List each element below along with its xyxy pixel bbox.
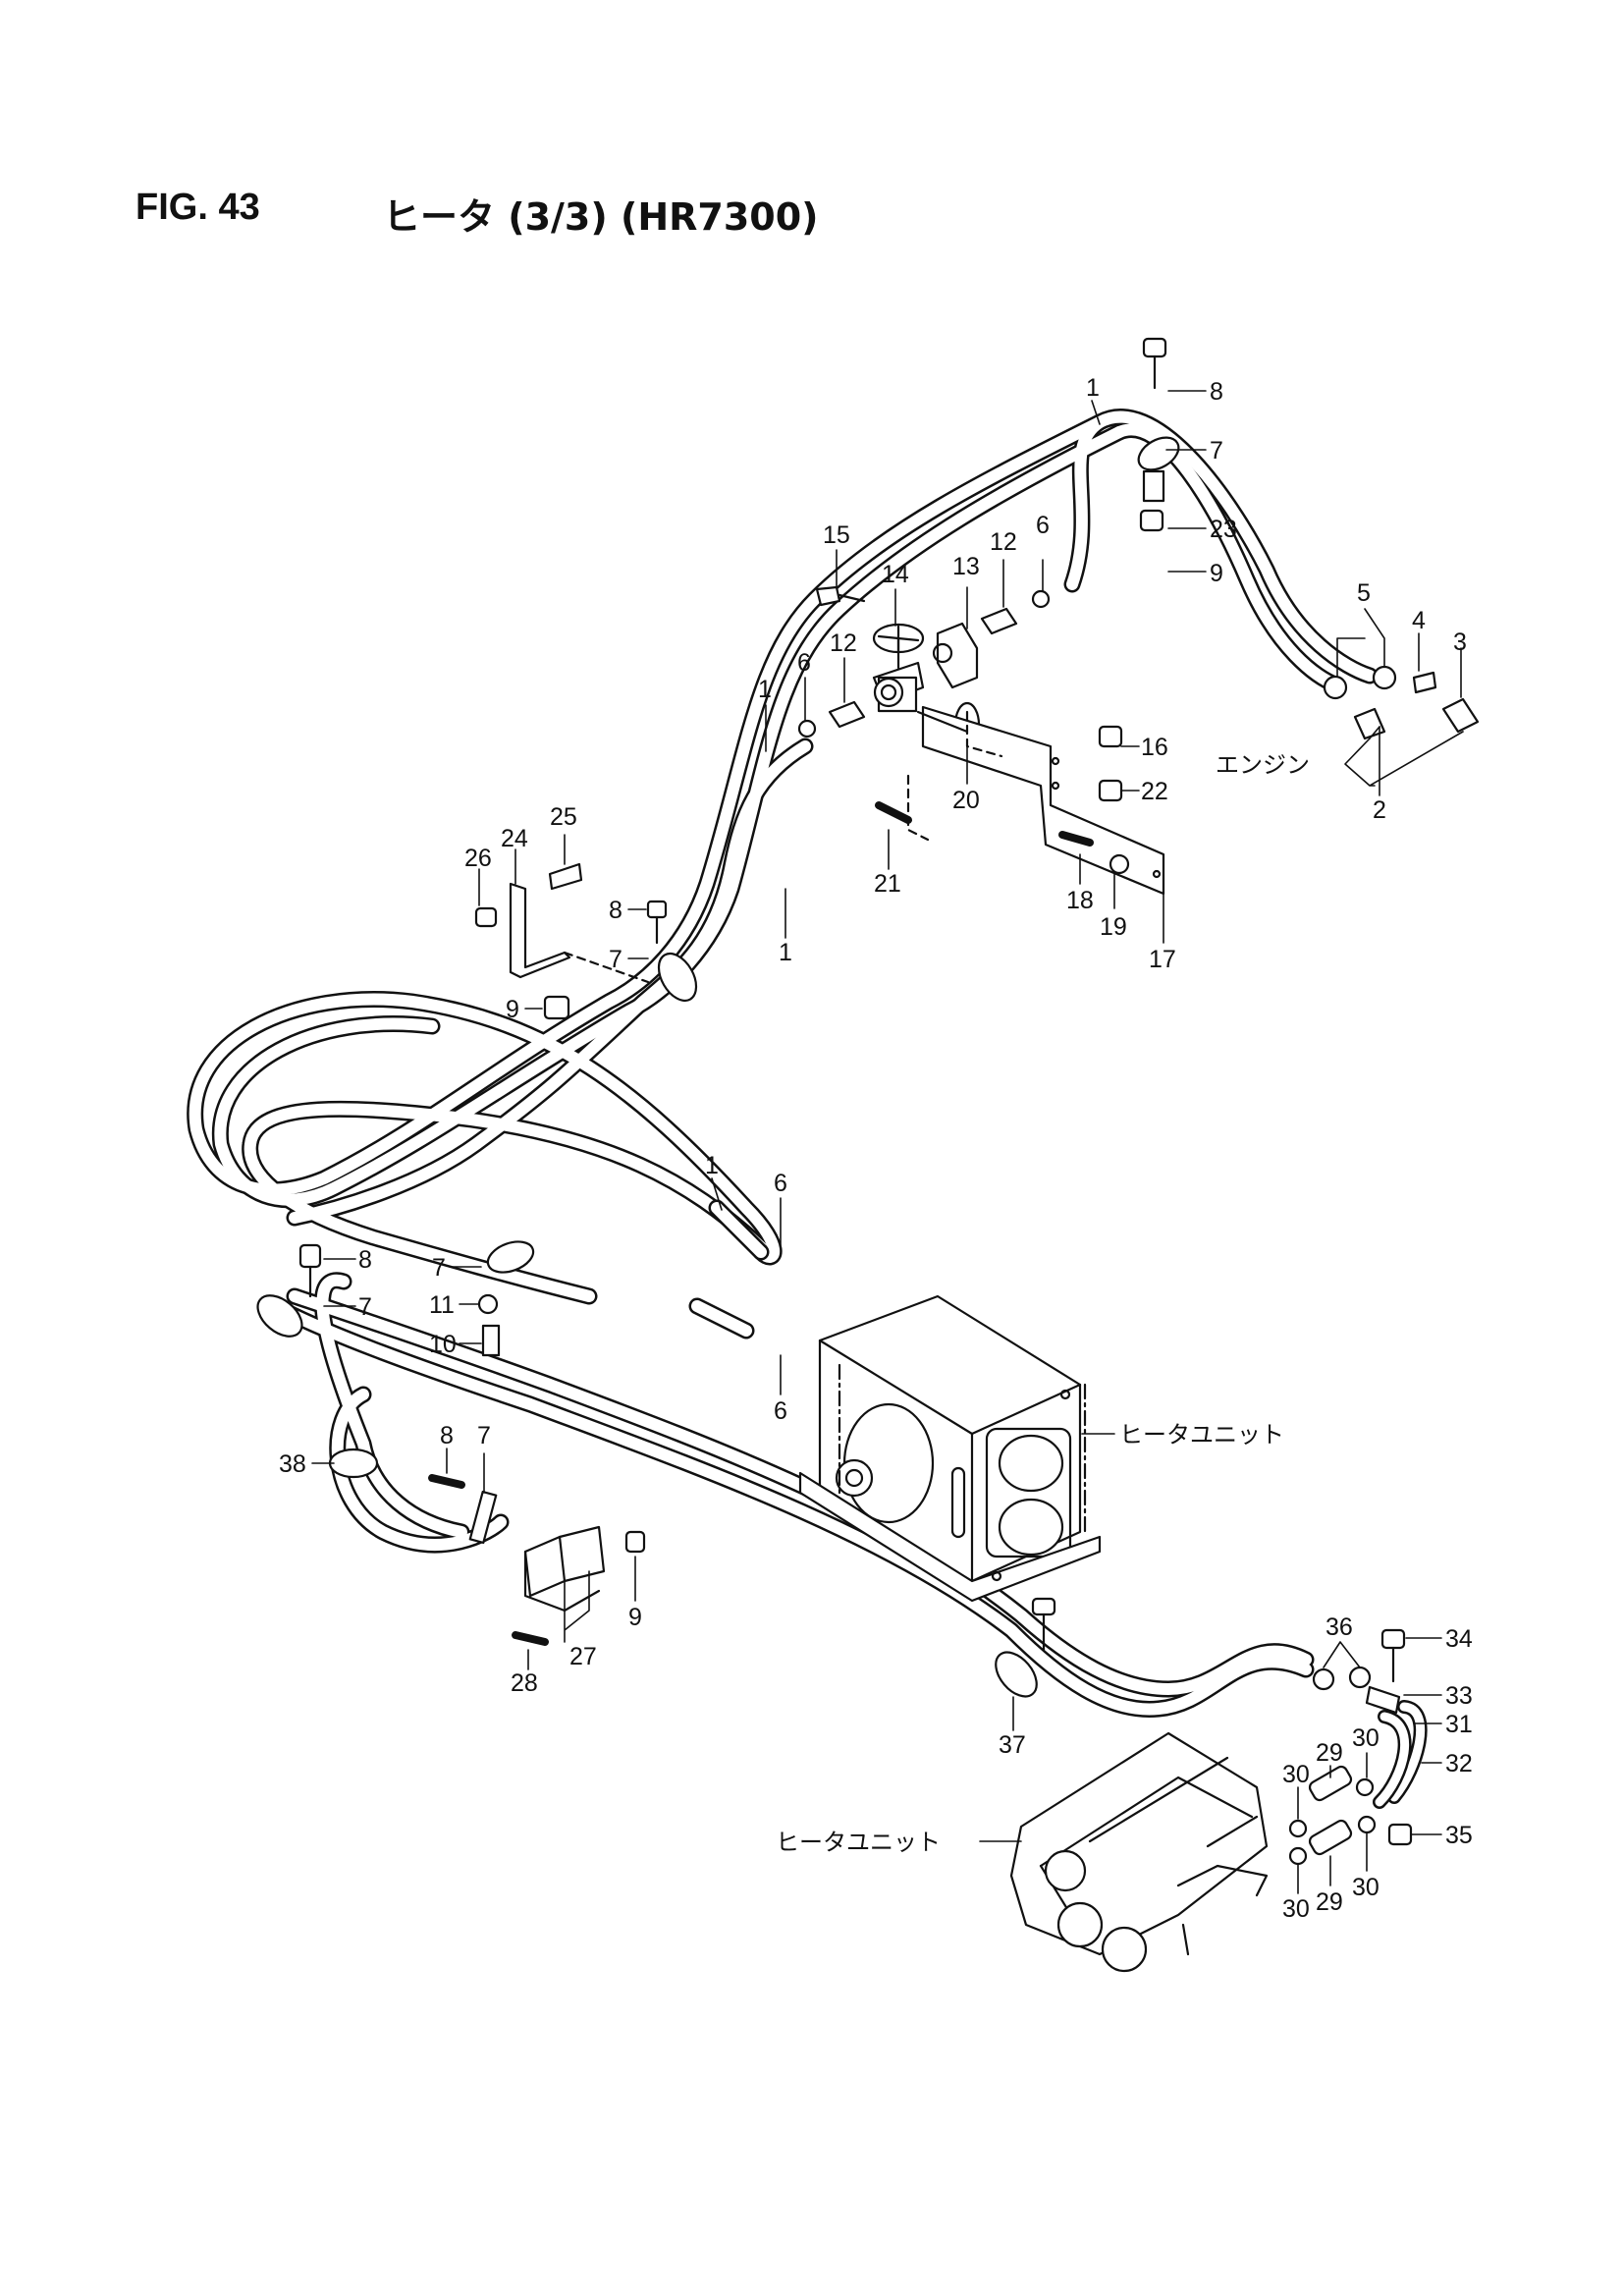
callout-12: 12: [990, 528, 1017, 556]
callout-26: 26: [464, 845, 492, 872]
callout-30: 30: [1352, 1874, 1380, 1901]
callout-5: 5: [1357, 579, 1371, 607]
callout-12: 12: [830, 629, 857, 657]
callout-37: 37: [999, 1731, 1026, 1759]
engine-label: エンジン: [1216, 751, 1310, 779]
callout-36: 36: [1325, 1613, 1353, 1641]
callout-34: 34: [1445, 1625, 1473, 1653]
callout-30: 30: [1352, 1724, 1380, 1752]
valve-assembly: [797, 585, 1051, 738]
callout-4: 4: [1412, 607, 1426, 634]
callout-13: 13: [952, 553, 980, 580]
callout-6: 6: [774, 1397, 787, 1425]
callout-27: 27: [569, 1643, 597, 1670]
callout-24: 24: [501, 825, 528, 852]
callout-33: 33: [1445, 1682, 1473, 1710]
callout-30: 30: [1282, 1895, 1310, 1923]
figure-title: ヒータ (3/3) (HR7300): [383, 195, 819, 239]
callout-9: 9: [628, 1604, 642, 1631]
callout-23: 23: [1210, 516, 1237, 543]
callout-20: 20: [952, 787, 980, 814]
callout-7: 7: [432, 1254, 446, 1282]
callout-30: 30: [1282, 1761, 1310, 1788]
callout-8: 8: [609, 897, 622, 924]
callout-6: 6: [797, 649, 811, 677]
heater-unit-label-upper: ヒータユニット: [1119, 1421, 1284, 1449]
engine-fittings: [1323, 665, 1480, 740]
callout-17: 17: [1149, 946, 1176, 973]
callout-11: 11: [429, 1291, 455, 1319]
callout-8: 8: [1210, 378, 1223, 406]
callout-15: 15: [823, 521, 850, 549]
callout-29: 29: [1316, 1888, 1343, 1916]
callout-7: 7: [477, 1422, 491, 1449]
callout-1: 1: [758, 676, 772, 703]
callout-9: 9: [1210, 560, 1223, 587]
callout-7: 7: [358, 1293, 372, 1321]
callout-16: 16: [1141, 734, 1168, 761]
callout-6: 6: [774, 1170, 787, 1197]
callout-1: 1: [779, 939, 792, 966]
fasteners-left: [298, 1243, 646, 1646]
callout-7: 7: [1210, 437, 1223, 465]
callout-3: 3: [1453, 629, 1467, 656]
hose-assembly: [187, 409, 1379, 1718]
heater-unit-label-lower: ヒータユニット: [776, 1829, 941, 1856]
callout-10: 10: [429, 1331, 457, 1358]
callout-21: 21: [874, 870, 901, 898]
callout-38: 38: [279, 1450, 306, 1478]
leader-lines: [311, 390, 1464, 1894]
heater-unit-lower: [1009, 1731, 1269, 1973]
callout-9: 9: [506, 996, 519, 1023]
callout-labels: 1 8 7 23 9 15 14 13 12 6 5 4 3 エンジン 2 12…: [279, 374, 1473, 1923]
callout-29: 29: [1316, 1739, 1343, 1767]
bracket-24: [474, 862, 668, 1020]
callout-32: 32: [1445, 1750, 1473, 1777]
callout-8: 8: [440, 1422, 454, 1449]
callout-31: 31: [1445, 1711, 1473, 1738]
bracket-27: [523, 1525, 606, 1613]
callout-2: 2: [1373, 796, 1386, 824]
callout-14: 14: [882, 561, 909, 588]
heater-unit-upper: [798, 1294, 1102, 1603]
callout-7: 7: [609, 946, 622, 973]
callout-6: 6: [1036, 512, 1050, 539]
callout-1: 1: [705, 1152, 719, 1179]
callout-19: 19: [1100, 913, 1127, 941]
callout-25: 25: [550, 803, 577, 831]
callout-22: 22: [1141, 778, 1168, 805]
callout-18: 18: [1066, 887, 1094, 914]
callout-8: 8: [358, 1246, 372, 1274]
callout-35: 35: [1445, 1822, 1473, 1849]
figure-number: FIG. 43: [135, 187, 260, 228]
callout-28: 28: [511, 1669, 538, 1697]
callout-1: 1: [1086, 374, 1100, 402]
